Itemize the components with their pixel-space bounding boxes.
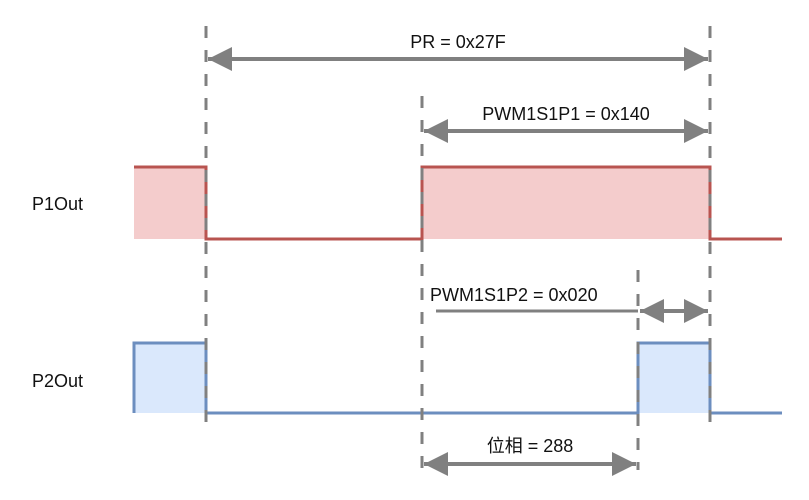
p2out-high-fill-1 bbox=[134, 343, 206, 413]
phase-label: 位相 = 288 bbox=[487, 436, 574, 456]
p1out-waveform bbox=[134, 165, 782, 241]
guide-lines bbox=[204, 26, 712, 470]
p2-label: PWM1S1P2 = 0x020 bbox=[430, 285, 598, 305]
p1out-high-fill-2 bbox=[422, 167, 710, 239]
pr-label: PR = 0x27F bbox=[410, 32, 506, 52]
p1-label: PWM1S1P1 = 0x140 bbox=[482, 104, 650, 124]
p2out-high-fill-2 bbox=[638, 343, 710, 413]
p1out-label: P1Out bbox=[32, 194, 83, 214]
p2out-label: P2Out bbox=[32, 371, 83, 391]
p1out-high-fill-1 bbox=[134, 167, 206, 239]
p2out-waveform bbox=[132, 341, 782, 415]
